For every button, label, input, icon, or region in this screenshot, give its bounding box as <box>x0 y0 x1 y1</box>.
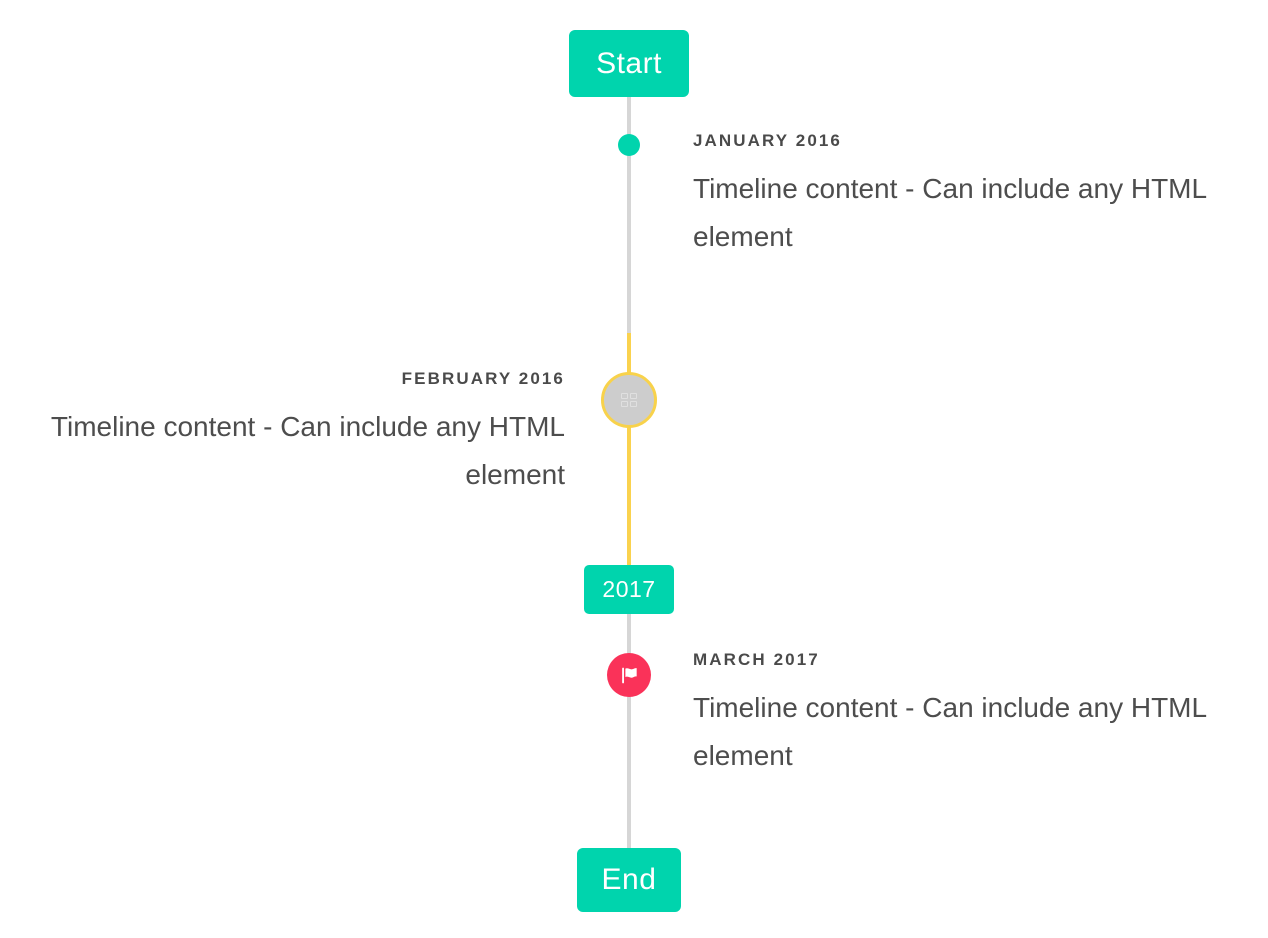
timeline-end-badge[interactable]: End <box>577 848 681 912</box>
timeline-marker-dot[interactable] <box>618 134 640 156</box>
missing-glyph-icon <box>621 393 637 407</box>
flag-icon <box>621 667 637 683</box>
timeline-event-date: MARCH 2017 <box>693 650 820 669</box>
timeline-year-badge[interactable]: 2017 <box>584 565 674 614</box>
timeline-event-text: Timeline content - Can include any HTML … <box>50 411 565 491</box>
timeline-event-body: JANUARY 2016 Timeline content - Can incl… <box>693 132 1233 261</box>
timeline-event-body: FEBRUARY 2016 Timeline content - Can inc… <box>25 370 565 499</box>
timeline-axis-segment-lower <box>627 610 631 855</box>
timeline-event-text: Timeline content - Can include any HTML … <box>693 173 1207 253</box>
timeline-start-badge[interactable]: Start <box>569 30 689 97</box>
timeline-axis-segment-highlight <box>627 333 631 568</box>
timeline-event-date: JANUARY 2016 <box>693 131 842 150</box>
timeline-event-date: FEBRUARY 2016 <box>401 369 565 388</box>
timeline-marker-highlight-circle[interactable] <box>601 372 657 428</box>
timeline-axis-segment-upper <box>627 90 631 336</box>
timeline-marker-flag-circle[interactable] <box>607 653 651 697</box>
timeline-event-body: MARCH 2017 Timeline content - Can includ… <box>693 651 1233 780</box>
timeline-event-text: Timeline content - Can include any HTML … <box>693 692 1207 772</box>
